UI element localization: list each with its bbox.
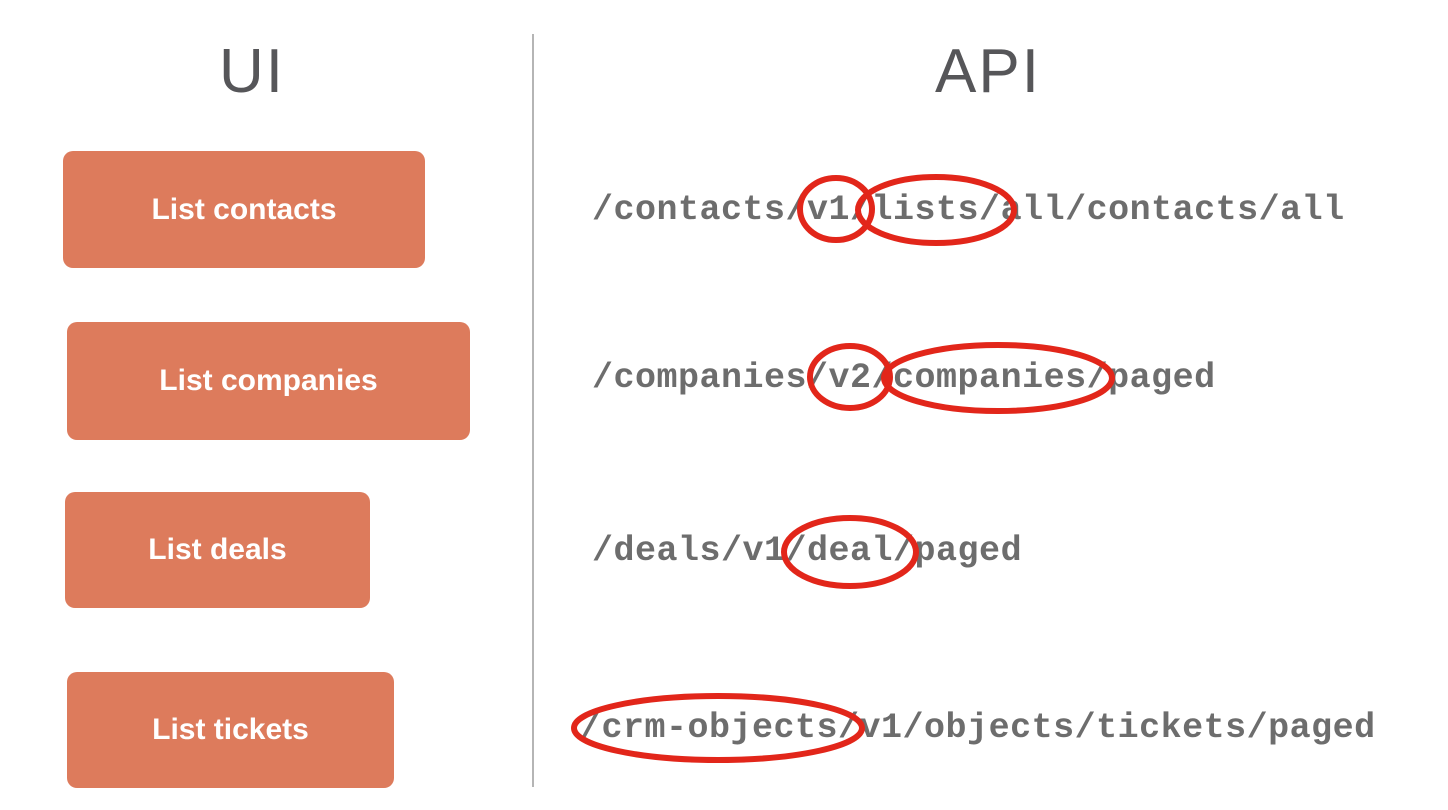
deals-endpoint-path: /deals/v1/deal/paged	[592, 531, 1023, 571]
api-column-heading: API	[935, 37, 1041, 106]
companies-endpoint-path: /companies/v2/companies/paged	[592, 358, 1216, 398]
column-divider	[532, 34, 534, 787]
contacts-endpoint-path: /contacts/v1/lists/all/contacts/all	[592, 190, 1345, 230]
list-companies-button[interactable]: List companies	[67, 322, 470, 440]
list-deals-button[interactable]: List deals	[65, 492, 370, 608]
tickets-endpoint-path: /crm-objects/v1/objects/tickets/paged	[580, 708, 1376, 748]
list-tickets-button[interactable]: List tickets	[67, 672, 394, 788]
list-contacts-button[interactable]: List contacts	[63, 151, 425, 268]
ui-column-heading: UI	[219, 37, 285, 106]
